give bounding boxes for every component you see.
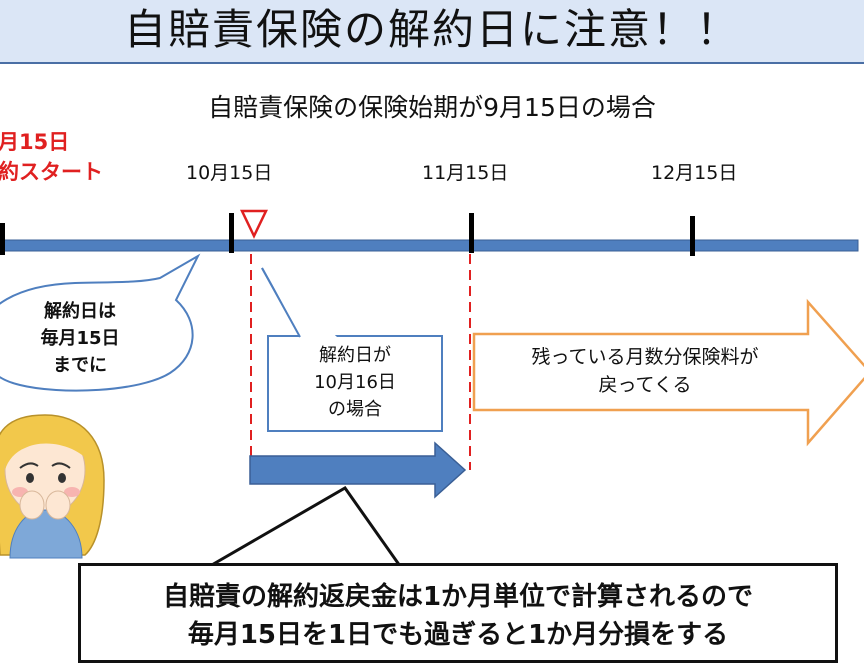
subtitle: 自賠責保険の保険始期が9月15日の場合 (208, 93, 656, 122)
timeline-tick-start (0, 223, 5, 255)
left-bubble-line2: 毎月15日 (40, 328, 120, 349)
timeline-diagram (0, 209, 864, 568)
timeline-bar (0, 239, 859, 252)
cancel-box-line1: 解約日が (319, 345, 391, 366)
timeline-tick-nov15 (469, 213, 474, 253)
cancel-box-line3: の場合 (328, 399, 382, 420)
worried-woman-illustration (0, 414, 105, 559)
refund-line1: 残っている月数分保険料が (531, 346, 759, 368)
cancel-box (267, 335, 443, 432)
start-label-text: 約スタート (0, 160, 103, 184)
date-label-nov15: 11月15日 (422, 162, 509, 184)
note-pointer (209, 486, 402, 568)
note-line1: 自賠責の解約返戻金は1か月単位で計算されるので (162, 582, 754, 612)
note-box: 自賠責の解約返戻金は1か月単位で計算されるので 毎月15日を1日でも過ぎると1か… (78, 563, 838, 663)
timeline-tick-oct15 (229, 213, 234, 253)
lost-month-arrow (249, 441, 467, 499)
page-title: 自賠責保険の解約日に注意！！ (123, 5, 740, 54)
refund-line2: 戻ってくる (598, 374, 692, 396)
start-label: 月15日 約スタート (0, 127, 103, 187)
timeline-tick-dec15 (690, 216, 695, 256)
refund-arrow (472, 298, 864, 447)
cancel-marker-triangle-icon (240, 209, 268, 239)
date-label-dec15: 12月15日 (651, 162, 738, 184)
note-line2: 毎月15日を1日でも過ぎると1か月分損をする (187, 620, 729, 650)
start-label-date: 月15日 (0, 130, 70, 154)
left-speech-bubble (0, 253, 201, 392)
date-label-oct15: 10月15日 (186, 162, 273, 184)
refund-arrow-text: 残っている月数分保険料が 戻ってくる (480, 343, 810, 399)
left-bubble-line3: までに (53, 355, 107, 376)
left-bubble-text: 解約日は 毎月15日 までに (15, 298, 145, 379)
header-bar (0, 0, 864, 64)
left-bubble-line1: 解約日は (44, 301, 116, 322)
cancel-box-text: 解約日が 10月16日 の場合 (270, 342, 440, 423)
cancel-box-line2: 10月16日 (314, 372, 396, 393)
